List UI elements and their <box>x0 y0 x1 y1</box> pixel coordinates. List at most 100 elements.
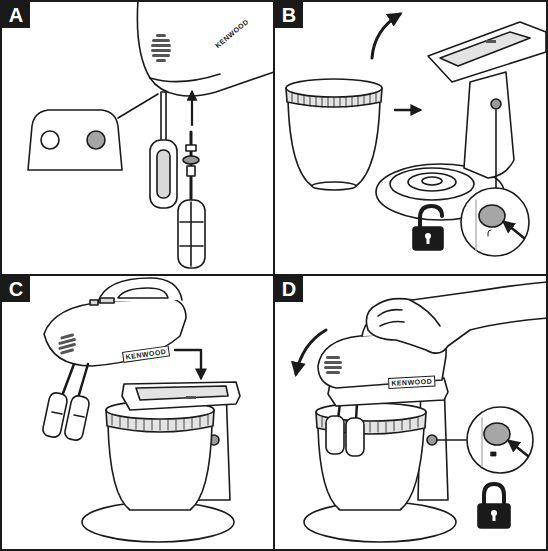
release-button-inset <box>461 188 529 256</box>
release-button-inset <box>475 200 477 250</box>
step-letter: D <box>275 276 303 302</box>
dough-hook <box>161 92 166 142</box>
socket-inset <box>41 131 59 149</box>
release-button-inset <box>461 110 529 256</box>
beater <box>186 145 196 151</box>
mixer-body <box>118 288 168 298</box>
vent-grille <box>152 54 170 57</box>
bowl <box>316 403 426 510</box>
mixer-body <box>137 0 274 96</box>
place-arrow <box>175 350 201 378</box>
step-panel: D <box>273 274 548 551</box>
bowl <box>286 79 382 97</box>
lock-button-inset <box>484 423 510 445</box>
beaters <box>42 364 91 441</box>
unlock-icon <box>427 237 430 244</box>
vent-grille <box>151 34 171 62</box>
slide-arrow <box>395 109 420 111</box>
bowl <box>292 92 376 107</box>
bowl <box>112 415 208 430</box>
vent-grille <box>60 348 74 355</box>
stand-head <box>186 396 196 399</box>
release-button-inset <box>504 222 524 238</box>
beater <box>180 221 203 223</box>
lock-icon <box>484 484 504 505</box>
lock-button-inset <box>509 441 528 456</box>
release-button-inset <box>488 230 491 236</box>
lock-button-inset <box>491 452 496 456</box>
stand <box>422 177 442 185</box>
beater <box>187 166 195 176</box>
beater <box>190 202 192 266</box>
unlock-icon <box>420 206 442 228</box>
vent-grille <box>326 356 340 359</box>
vent-grille <box>326 371 340 374</box>
bowl <box>312 182 356 190</box>
stand <box>427 435 437 445</box>
vent-grille <box>151 49 171 52</box>
insert-arrow <box>191 92 193 125</box>
beater <box>180 245 203 247</box>
mixer-body <box>44 298 186 366</box>
insert-arrow <box>191 92 193 125</box>
dough-hook <box>157 150 170 198</box>
hand <box>410 300 440 326</box>
socket-inset <box>118 94 158 118</box>
hand <box>366 282 548 353</box>
mixer-body <box>44 278 186 366</box>
tilt-up-arrow <box>372 14 400 58</box>
stand <box>486 40 496 43</box>
step-letter: A <box>2 2 30 28</box>
beaters <box>74 415 84 417</box>
dough-hook <box>150 140 177 208</box>
slide-arrow <box>395 109 420 111</box>
bowl <box>106 401 214 510</box>
mixer-body <box>98 278 182 302</box>
mixer-body <box>150 74 220 81</box>
beater <box>178 200 205 268</box>
beaters <box>326 416 344 454</box>
socket-inset <box>28 94 158 170</box>
beaters <box>78 364 88 398</box>
tilt-down-arrow <box>296 330 326 374</box>
lock-button-inset <box>481 418 483 466</box>
vent-grille <box>58 333 76 355</box>
stand <box>390 168 474 200</box>
vent-grille <box>152 39 170 42</box>
lock-button-inset <box>467 407 533 473</box>
dough-hook <box>150 92 177 208</box>
stand <box>428 22 546 82</box>
bowl <box>286 79 382 190</box>
step-panel: A <box>0 0 275 276</box>
mixer-body <box>137 0 274 96</box>
beaters <box>62 364 74 396</box>
stand <box>491 99 501 109</box>
place-arrow <box>175 350 201 378</box>
stand-head <box>122 382 240 410</box>
beater <box>178 132 205 268</box>
mixer-body <box>100 298 114 303</box>
step-panel: C <box>0 274 275 551</box>
tilt-down-arrow <box>296 330 326 374</box>
lock-button-inset <box>437 439 466 441</box>
stand <box>408 173 456 191</box>
lock-icon <box>478 484 510 528</box>
lock-icon <box>493 514 496 521</box>
illustration <box>28 0 548 542</box>
vent-grille <box>324 356 342 374</box>
stand <box>376 22 546 220</box>
vent-grille <box>156 34 166 37</box>
unlock-icon <box>413 206 443 250</box>
mixer-body <box>90 300 98 305</box>
vent-grille <box>324 366 342 369</box>
unlock-icon <box>413 227 443 250</box>
stand-head <box>122 382 240 410</box>
beaters <box>52 412 62 414</box>
stand <box>440 32 530 66</box>
release-button-inset <box>495 110 497 188</box>
socket-inset <box>28 110 122 170</box>
stand-head <box>136 386 228 400</box>
release-button-inset <box>479 205 505 227</box>
stand <box>82 388 234 542</box>
lock-icon <box>478 504 510 528</box>
